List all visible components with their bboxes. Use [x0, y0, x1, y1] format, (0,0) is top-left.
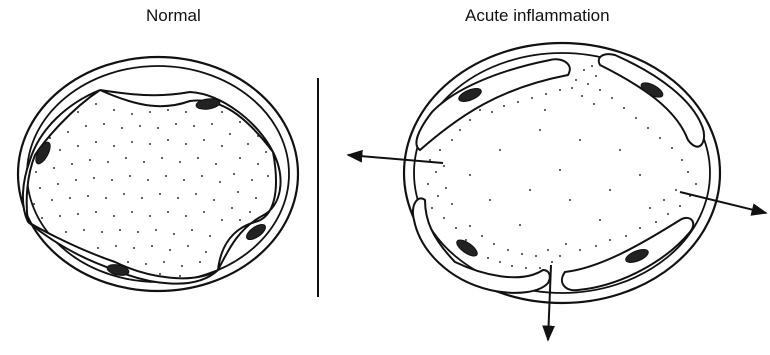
- inflamed-cell-top-right: [599, 54, 704, 146]
- normal-lumen-dots: [33, 103, 269, 277]
- endothelial-cell-top: [100, 90, 273, 152]
- endothelial-cell-left: [23, 90, 100, 222]
- inflamed-cell-bottom-right: [562, 218, 693, 290]
- leakage-arrow-right: [680, 192, 766, 213]
- normal-vessel: [18, 57, 298, 291]
- leakage-arrow-left: [348, 155, 443, 163]
- normal-outer-wall: [18, 57, 298, 291]
- inflamed-cell-bottom-left: [413, 198, 550, 293]
- inflamed-nuclei: [454, 80, 665, 265]
- inflamed-cell-top-left: [416, 59, 569, 150]
- inflamed-nucleus-bottom-left: [454, 237, 479, 259]
- inflamed-vessel: [348, 43, 766, 340]
